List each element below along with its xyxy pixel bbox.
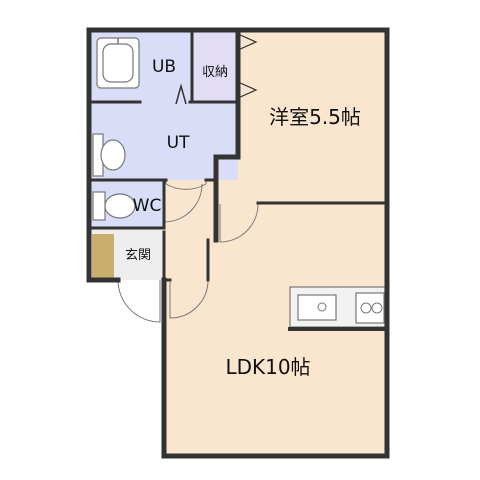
toilet-bowl [104,193,136,219]
washbasin-bowl [100,139,126,171]
outer-wall-main [86,27,390,459]
ldk-door-swing [169,281,209,319]
shoe-cabinet [92,234,114,278]
room-labels: UB 収納 洋室5.5帖 UT WC 玄関 LDK10帖 [125,57,361,379]
outer-wall-left [86,27,121,283]
western-room-door-swing [219,203,259,243]
ub-door-mark [175,83,187,105]
gas-stove [355,292,385,324]
room-label-entrance: 玄関 [125,248,151,263]
entrance-door-swing [117,279,161,323]
room-label-ut: UT [167,133,190,153]
fixtures [92,37,386,328]
storage-area [192,30,238,102]
room-label-ub: UB [152,57,176,77]
ldk-floor [164,203,387,456]
storage-door-upper [237,33,258,51]
wall-hall-ldk [162,238,210,282]
western-room-floor [216,30,387,240]
storage-door-lower [237,81,258,99]
room-label-wc: WC [133,196,162,216]
walls [86,27,390,459]
kitchen-sink [297,294,337,321]
sink-drain [317,302,327,312]
burner-left [360,302,372,314]
toilet-tank [92,191,106,221]
outer-wall-upper [213,27,241,243]
room-label-storage: 収納 [202,65,228,80]
room-label-western-room: 洋室5.5帖 [269,105,361,129]
room-label-ldk: LDK10帖 [225,355,310,379]
burner-right [371,302,383,314]
wc-door-swing [163,183,203,223]
